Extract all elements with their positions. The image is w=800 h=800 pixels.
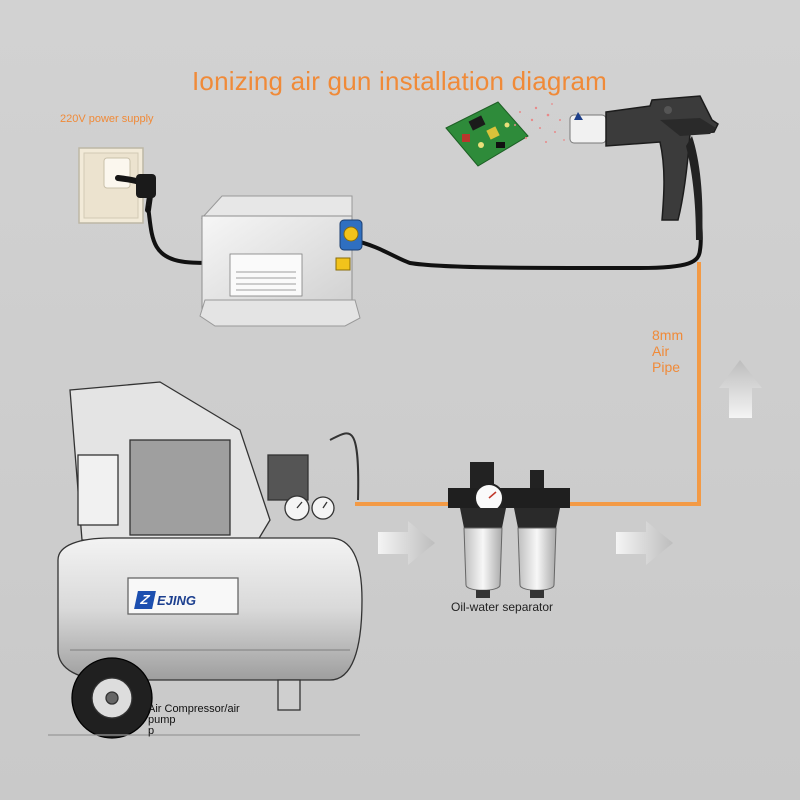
separator-label: Oil-water separator: [451, 600, 554, 614]
air-pipe-label-line: 8mm: [652, 327, 684, 343]
brand-mark-icon: Z: [134, 591, 156, 609]
compressor-brand-logo: Z EJING: [134, 587, 232, 613]
compressor-label-line: Air Compressor/air: [148, 703, 240, 715]
flow-arrow-icon: [378, 521, 435, 565]
spray-particles: [514, 103, 565, 143]
compressor-label: Air Compressor/air pump p: [148, 704, 268, 737]
air-pipe-label-line: Pipe: [652, 359, 681, 375]
high-voltage-power-box-icon: [199, 195, 363, 327]
ionizing-air-gun-icon: [569, 95, 719, 240]
power-supply-label: 220V power supply: [60, 113, 154, 125]
flow-arrow-icon: [719, 360, 762, 418]
air-pipe: [355, 262, 701, 506]
compressor-label-line: p: [148, 725, 155, 737]
high-voltage-cable: [351, 214, 703, 271]
circuit-board-icon: [445, 101, 529, 167]
diagram-title: Ionizing air gun installation diagram: [192, 66, 607, 96]
air-compressor-icon: [48, 381, 363, 739]
wall-socket-icon: [78, 147, 156, 224]
air-pipe-label: 8mm Air Pipe: [652, 327, 712, 375]
filter-regulator-icon: [448, 462, 570, 598]
compressor-label-line: pump: [148, 714, 176, 726]
brand-name: EJING: [157, 592, 197, 608]
flow-arrow-icon: [616, 521, 673, 565]
air-pipe-label-line: Air: [652, 343, 670, 359]
